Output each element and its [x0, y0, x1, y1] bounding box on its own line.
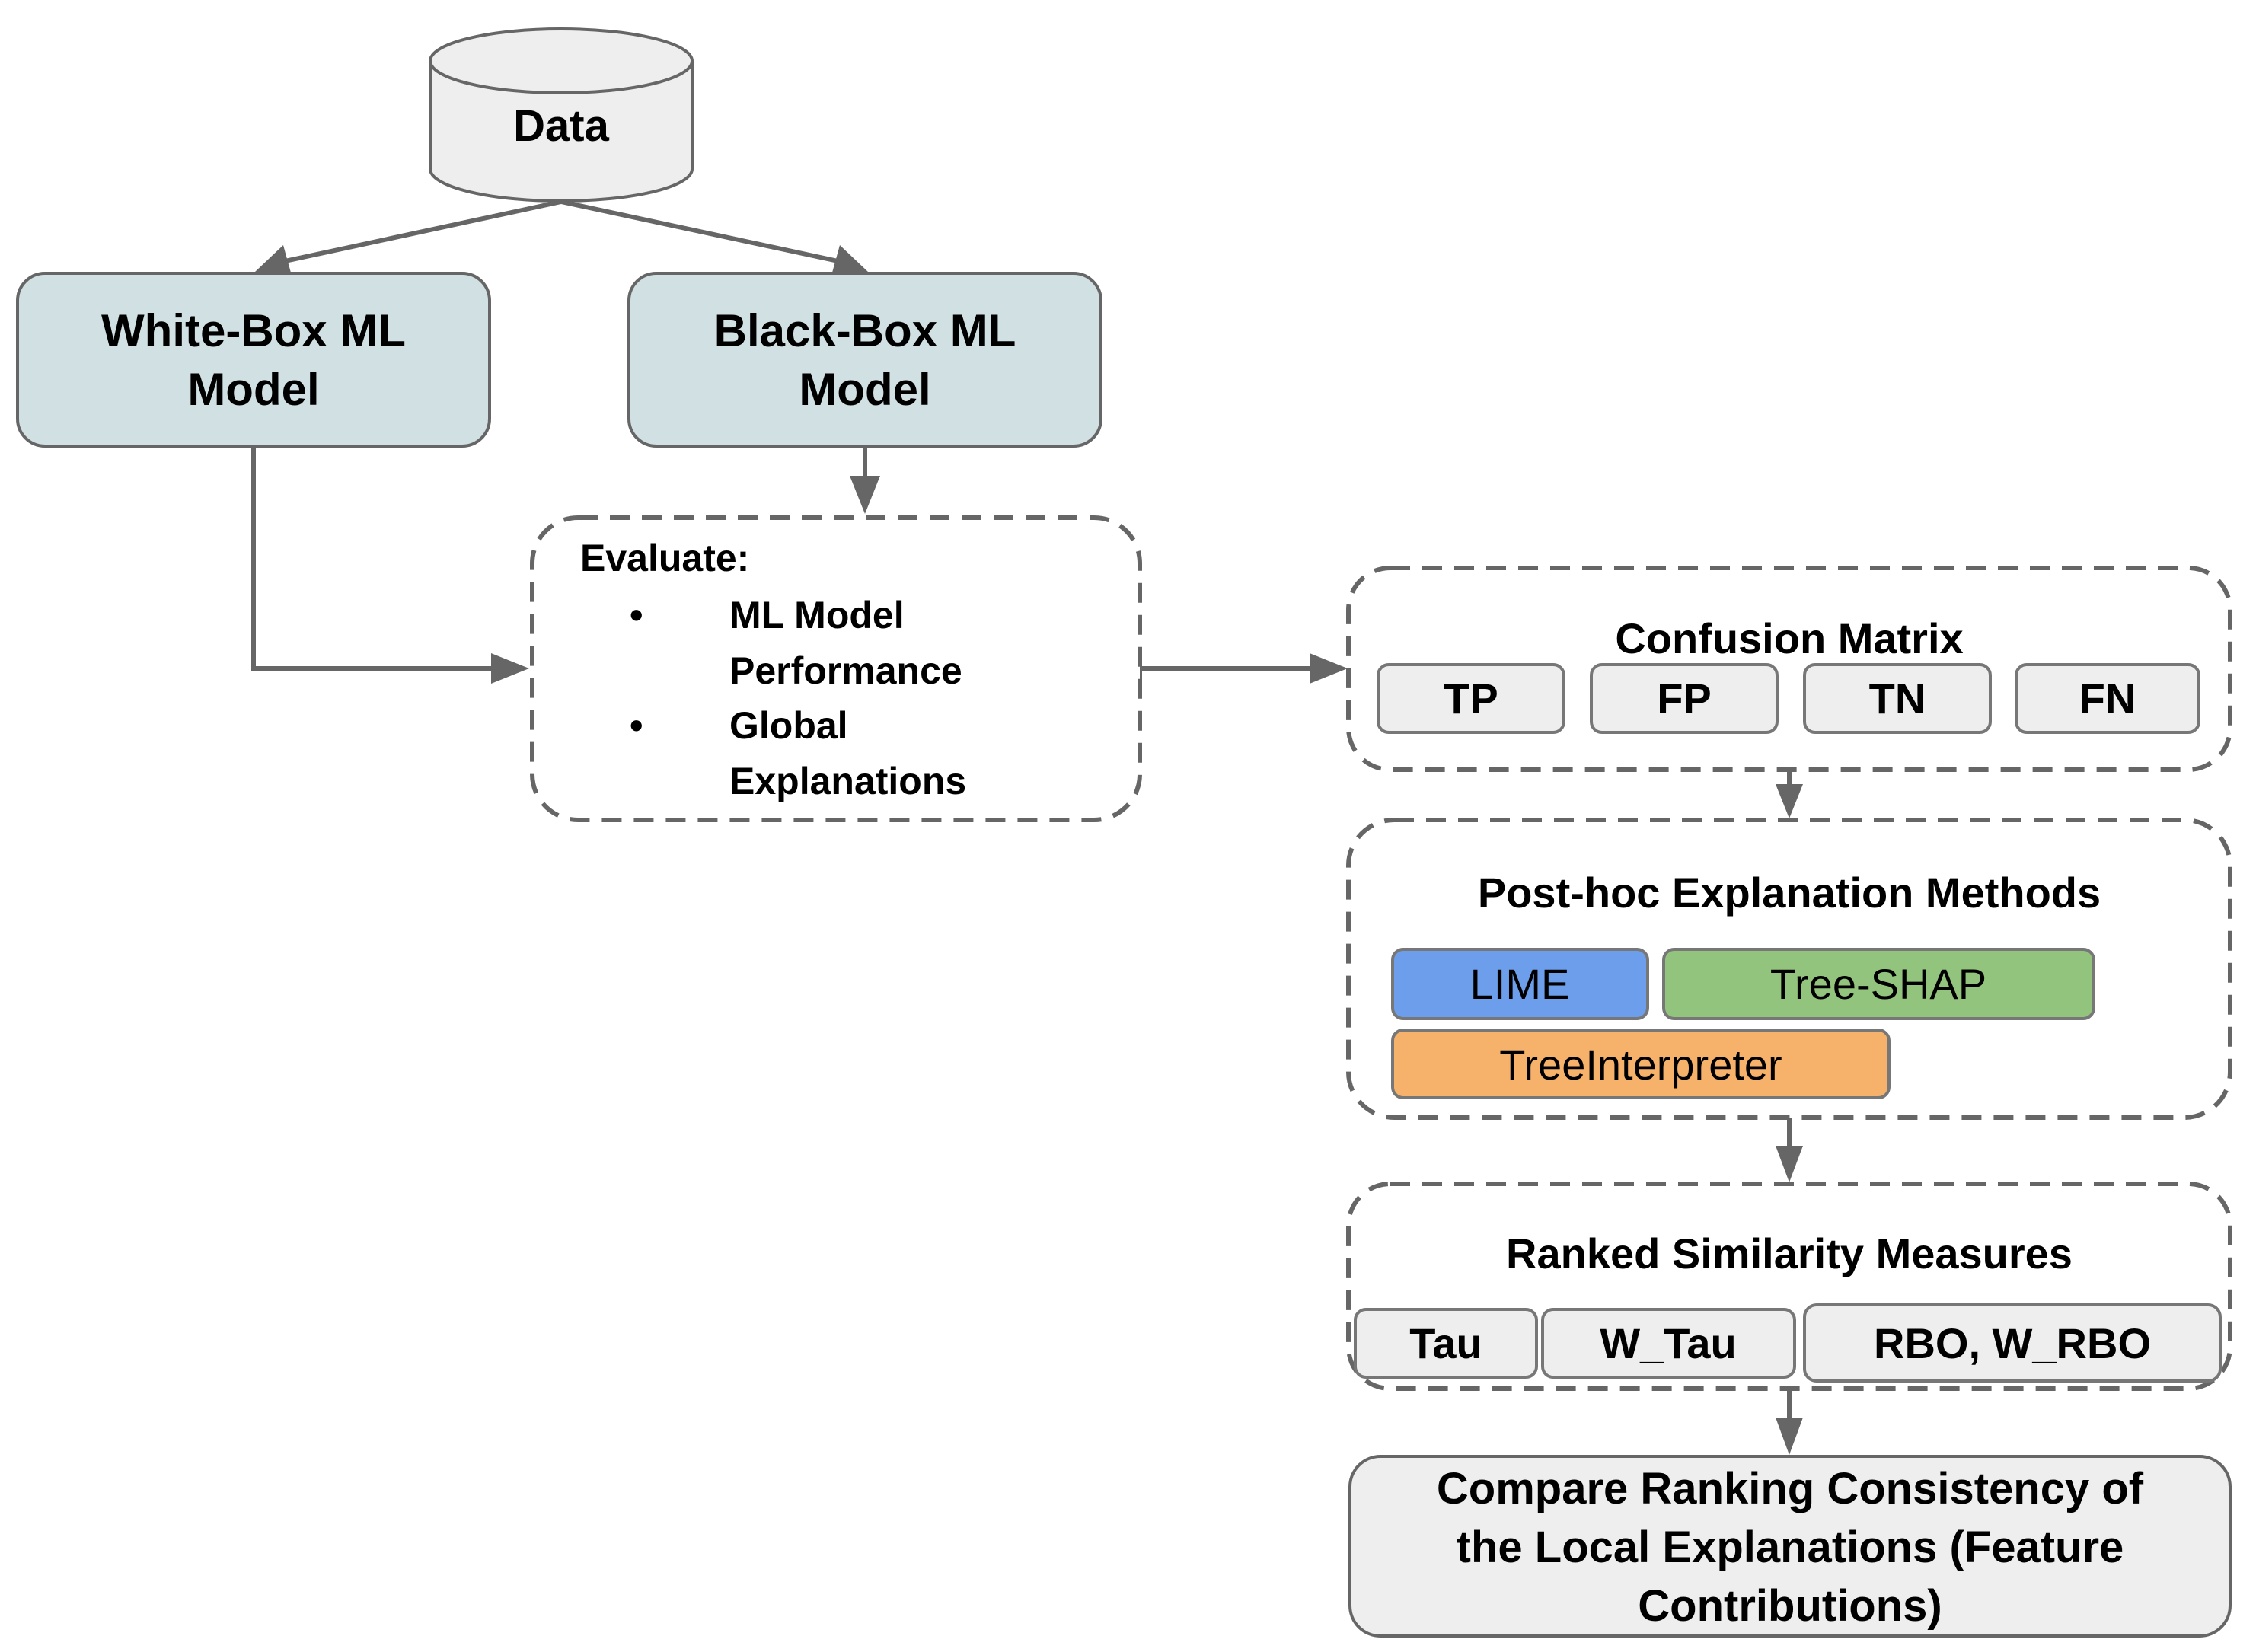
evaluate-title: Evaluate: [580, 537, 749, 579]
white-box-label-line1: White-Box ML [101, 305, 406, 356]
method-tree-shap[interactable]: Tree-SHAP [1662, 948, 2095, 1020]
white-box-model-node[interactable]: White-Box ML Model [16, 272, 491, 448]
measure-tau[interactable]: Tau [1354, 1308, 1538, 1379]
measure-label: RBO, W_RBO [1874, 1319, 2151, 1367]
confusion-cell-fp[interactable]: FP [1590, 663, 1779, 734]
evaluate-item-1-line2: Performance [729, 649, 962, 692]
compare-ranking-node[interactable]: Compare Ranking Consistency of the Local… [1348, 1455, 2232, 1638]
measure-label: Tau [1409, 1319, 1482, 1367]
arrowhead-whitebox [255, 245, 291, 273]
evaluate-item-2-line2: Explanations [729, 760, 966, 802]
arrowhead-posthoc [1776, 784, 1803, 818]
confusion-cell-fn[interactable]: FN [2015, 663, 2200, 734]
post-hoc-methods-group[interactable]: Post-hoc Explanation Methods LIME Tree-S… [1346, 818, 2232, 1120]
measure-w-tau[interactable]: W_Tau [1541, 1308, 1796, 1379]
measure-rbo-w-rbo[interactable]: RBO, W_RBO [1803, 1303, 2222, 1383]
edge-whitebox-to-evaluate [251, 446, 503, 671]
compare-line2: the Local Explanations (Feature [1457, 1523, 2124, 1572]
evaluate-item-1-line1: ML Model [729, 594, 905, 636]
ranked-similarity-title: Ranked Similarity Measures [1506, 1229, 2073, 1277]
arrowhead-blackbox [832, 245, 868, 273]
data-node[interactable]: Data [429, 27, 694, 203]
arrowhead-confusion [1310, 653, 1348, 684]
confusion-cell-label: TP [1444, 675, 1498, 722]
evaluate-item-2-line1: Global [729, 704, 848, 747]
confusion-cell-tp[interactable]: TP [1377, 663, 1565, 734]
ranked-similarity-group[interactable]: Ranked Similarity Measures Tau W_Tau RBO… [1346, 1182, 2232, 1391]
arrowhead-compare [1776, 1418, 1803, 1455]
confusion-matrix-group[interactable]: Confusion Matrix TP FP TN FN [1346, 566, 2232, 772]
confusion-cell-label: FN [2079, 675, 2136, 722]
method-lime[interactable]: LIME [1391, 948, 1649, 1020]
bullet-icon: • [630, 594, 643, 636]
black-box-model-node[interactable]: Black-Box ML Model [627, 272, 1102, 448]
white-box-label-line2: Model [187, 364, 319, 415]
method-tree-interpreter[interactable]: TreeInterpreter [1391, 1029, 1891, 1099]
confusion-cell-label: FP [1657, 675, 1712, 722]
confusion-matrix-title: Confusion Matrix [1615, 614, 1963, 662]
black-box-label-line2: Model [799, 364, 930, 415]
bullet-icon: • [630, 704, 643, 747]
edge-data-to-blackbox [560, 199, 846, 265]
black-box-label-line1: Black-Box ML [714, 305, 1016, 356]
compare-line3: Contributions) [1638, 1581, 1942, 1631]
arrowhead-evaluate-top [850, 476, 880, 514]
method-label: TreeInterpreter [1499, 1041, 1782, 1089]
data-label: Data [513, 101, 609, 151]
method-label: LIME [1470, 960, 1570, 1008]
arrowhead-ranked [1776, 1146, 1803, 1182]
compare-line1: Compare Ranking Consistency of [1437, 1464, 2144, 1513]
confusion-cell-label: TN [1869, 675, 1926, 722]
confusion-cell-tn[interactable]: TN [1803, 663, 1992, 734]
method-label: Tree-SHAP [1770, 960, 1986, 1008]
post-hoc-title: Post-hoc Explanation Methods [1478, 869, 2101, 917]
database-cylinder-icon [429, 27, 694, 203]
edges [251, 199, 1803, 1455]
edge-data-to-whitebox [277, 199, 562, 265]
measure-label: W_Tau [1600, 1319, 1736, 1367]
arrowhead-evaluate-left [491, 653, 529, 684]
evaluate-node[interactable]: Evaluate: • ML Model Performance • Globa… [530, 515, 1142, 822]
